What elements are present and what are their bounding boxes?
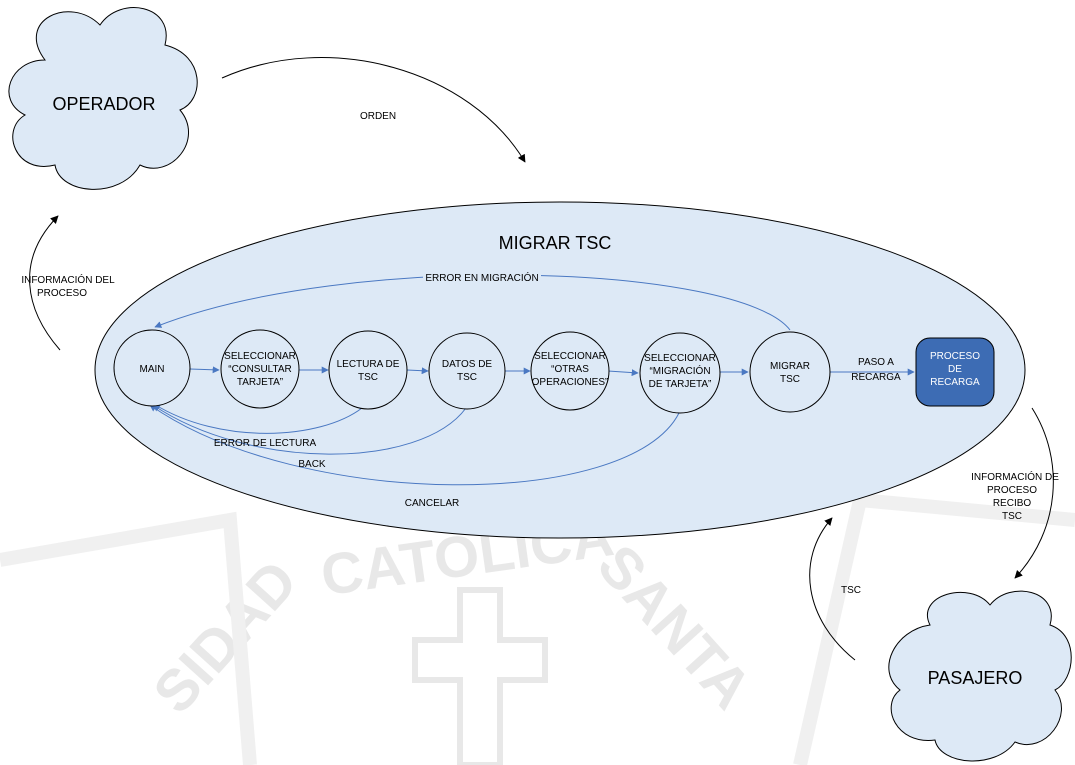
node-consultar-line-2: “CONSULTAR <box>228 364 292 375</box>
node-migracion-line-1: SELECCIONAR <box>644 353 716 364</box>
node-lectura-line-1: LECTURA DE <box>337 359 400 370</box>
node-proceso-recarga: PROCESO DE RECARGA <box>915 337 995 407</box>
node-otras-line-2: “OTRAS <box>551 364 589 375</box>
informacion-proceso-label-1: INFORMACIÓN DEL <box>21 273 115 286</box>
node-lectura: LECTURA DE TSC <box>328 330 408 410</box>
paso-a-recarga-label-1: PASO A <box>858 357 894 368</box>
paso-a-recarga-label-2: RECARGA <box>851 372 901 383</box>
node-otras-line-1: SELECCIONAR <box>534 351 606 362</box>
shield-outline-right <box>793 492 1075 765</box>
error-lectura-label: ERROR DE LECTURA <box>214 438 317 449</box>
node-consultar-line-1: SELECCIONAR <box>224 351 296 362</box>
diagram-title: MIGRAR TSC <box>499 233 612 253</box>
node-recarga-line-3: RECARGA <box>930 377 980 388</box>
operador-label: OPERADOR <box>52 94 155 114</box>
node-datos-line-1: DATOS DE <box>442 359 493 370</box>
tsc-arrow <box>809 517 856 661</box>
cancelar-label: CANCELAR <box>405 498 459 509</box>
node-consultar-line-3: TARJETA” <box>237 377 283 388</box>
orden-arrow <box>221 57 526 163</box>
node-migrar-line-2: TSC <box>780 374 800 385</box>
informacion-recibo-arrow <box>1014 407 1054 579</box>
node-migracion-line-2: “MIGRACIÓN <box>649 364 710 377</box>
node-main: MAIN <box>113 329 191 407</box>
otras-to-migracion-arrow <box>607 369 639 377</box>
node-seleccionar-migracion: SELECCIONAR “MIGRACIÓN DE TARJETA” <box>639 332 721 414</box>
cancelar-arrow <box>149 404 680 486</box>
informacion-recibo-label-2: PROCESO <box>987 485 1037 496</box>
informacion-recibo-label-4: TSC <box>1002 511 1022 522</box>
watermark-right: SANTA <box>585 533 764 722</box>
node-otras-line-3: OPERACIONES” <box>532 377 609 388</box>
watermark-left: SIDAD <box>141 548 310 726</box>
error-migracion-label: ERROR EN MIGRACIÓN <box>425 271 538 284</box>
error-lectura-arrow <box>153 403 363 434</box>
main-to-consultar-arrow <box>189 366 220 374</box>
cross-icon <box>412 587 548 765</box>
informacion-recibo-label-3: RECIBO <box>993 498 1032 509</box>
node-datos: DATOS DE TSC <box>428 332 506 410</box>
orden-label: ORDEN <box>360 111 396 122</box>
node-migracion-line-3: DE TARJETA” <box>649 379 712 390</box>
node-seleccionar-consultar: SELECCIONAR “CONSULTAR TARJETA” <box>220 329 300 409</box>
informacion-proceso-label-2: PROCESO <box>37 288 87 299</box>
lectura-to-datos-arrow <box>406 367 429 375</box>
node-recarga-line-2: DE <box>948 364 962 375</box>
node-seleccionar-otras: SELECCIONAR “OTRAS OPERACIONES” <box>530 331 610 411</box>
node-recarga-line-1: PROCESO <box>930 351 980 362</box>
operador-cloud: OPERADOR <box>8 7 198 190</box>
node-migrar-line-1: MIGRAR <box>770 361 810 372</box>
tsc-label: TSC <box>841 585 861 596</box>
node-migrar: MIGRAR TSC <box>749 331 831 413</box>
pasajero-cloud: PASAJERO <box>888 590 1072 762</box>
informacion-proceso-arrow <box>29 215 61 351</box>
shield-outline-left <box>0 511 257 765</box>
node-main-label: MAIN <box>140 364 165 375</box>
back-label: BACK <box>298 459 326 470</box>
error-migracion-label-bg <box>423 272 541 284</box>
back-arrow <box>152 404 467 455</box>
informacion-recibo-label-1: INFORMACIÓN DE <box>971 470 1059 483</box>
node-lectura-line-2: TSC <box>358 372 378 383</box>
node-datos-line-2: TSC <box>457 372 477 383</box>
pasajero-label: PASAJERO <box>928 668 1023 688</box>
